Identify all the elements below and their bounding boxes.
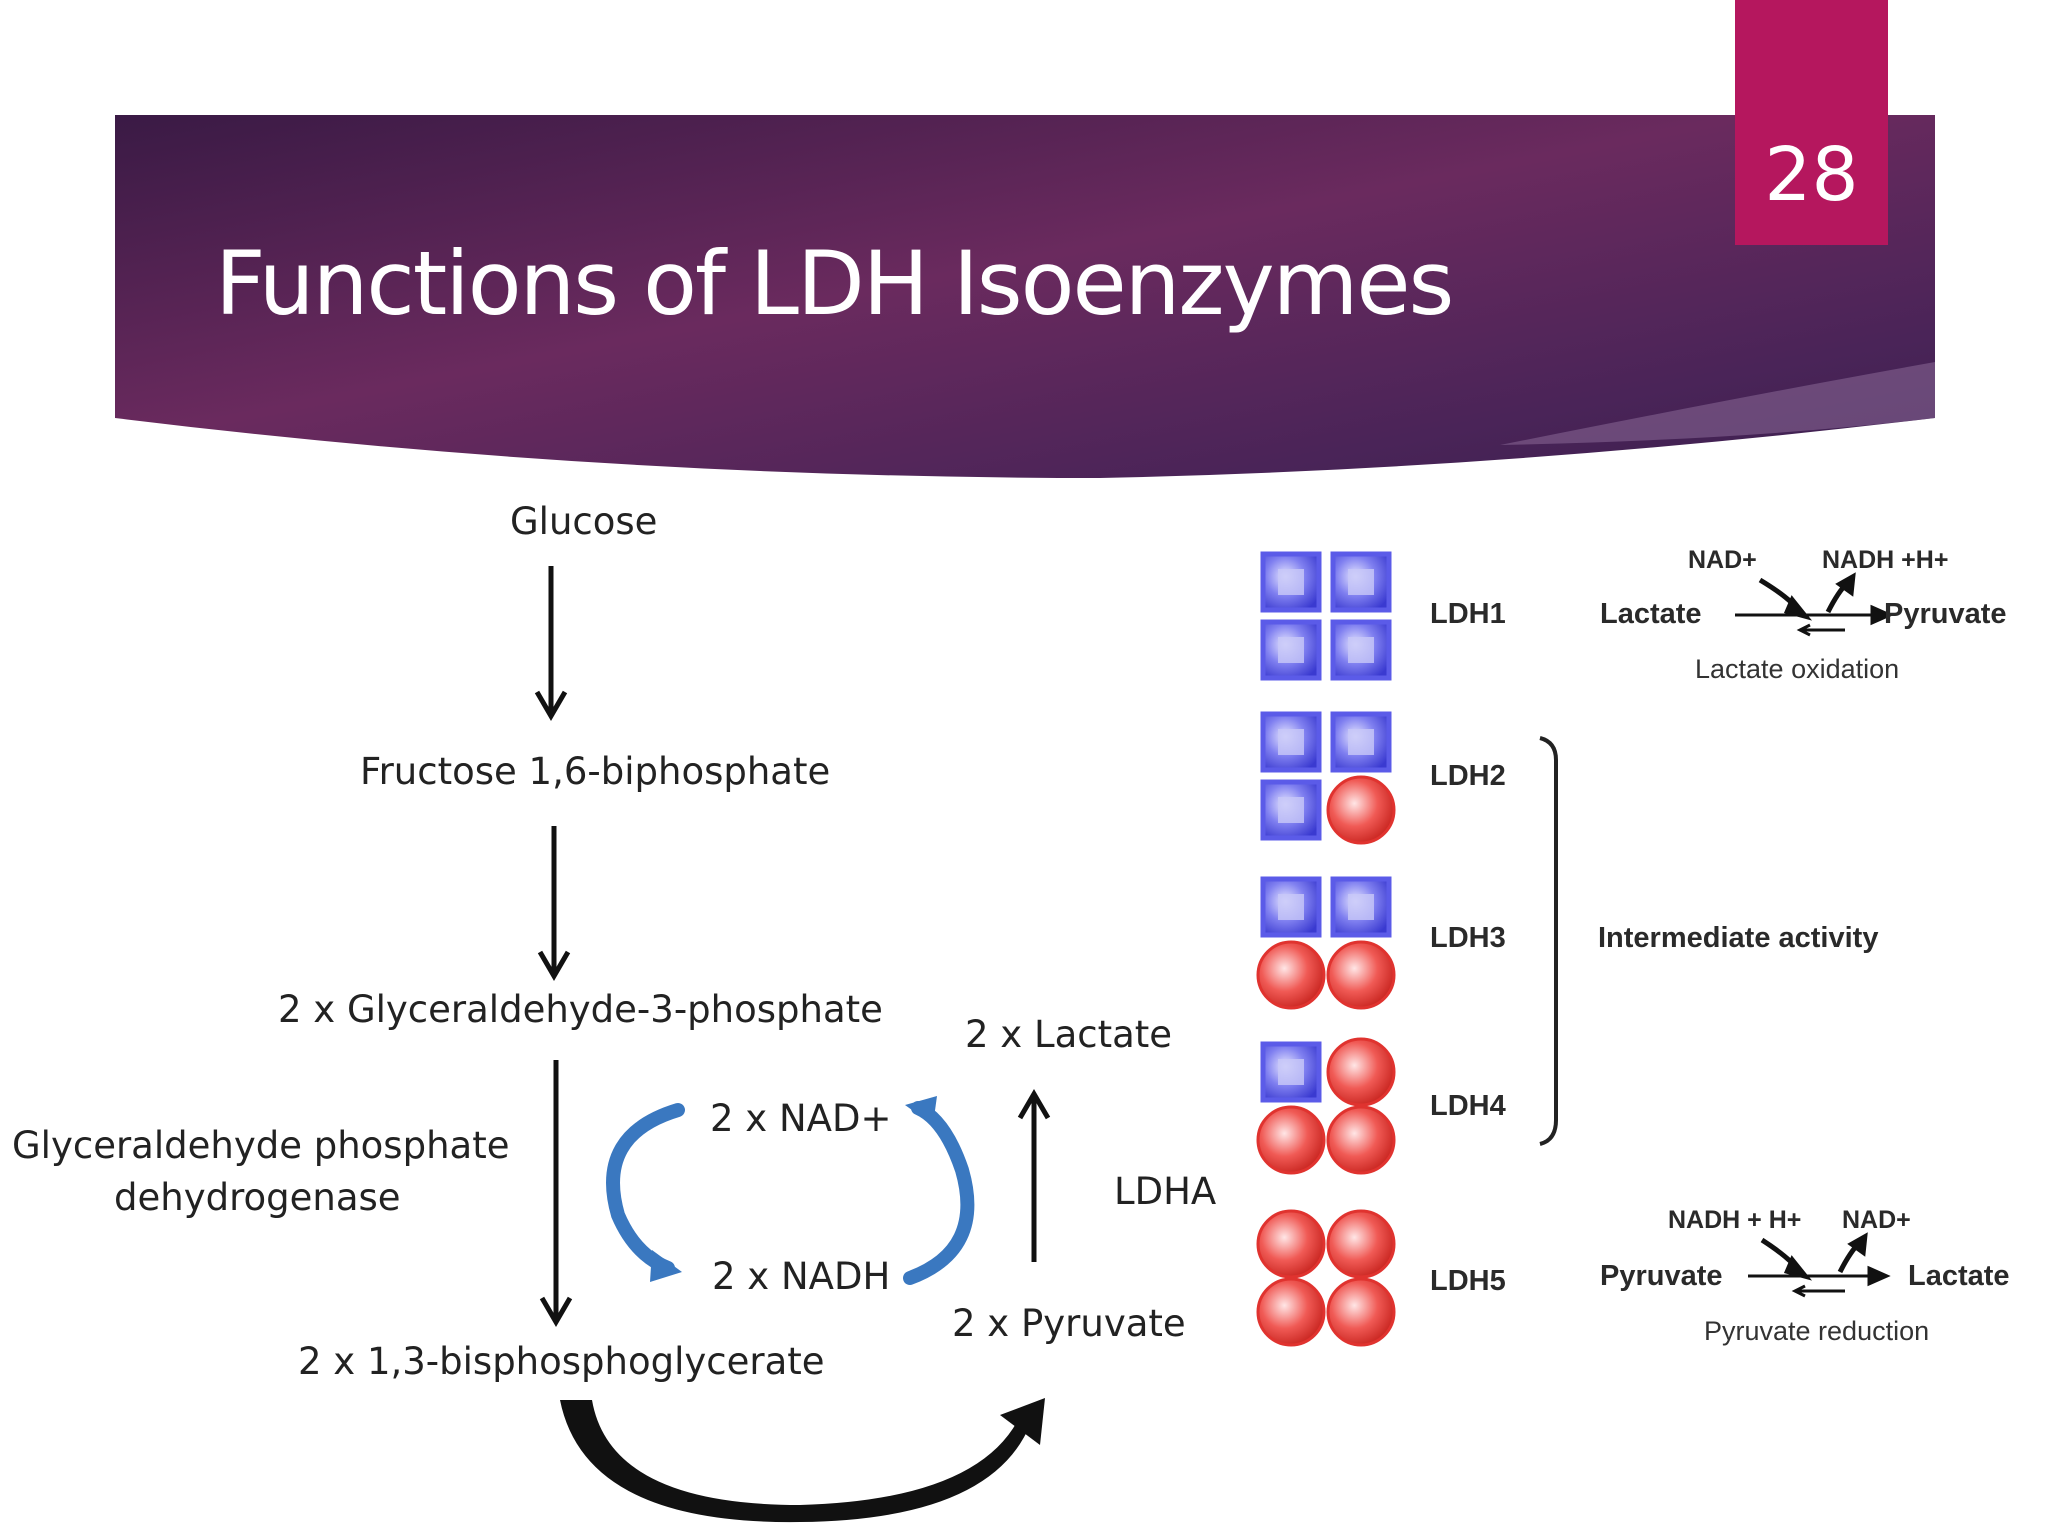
label-ldh4: LDH4: [1430, 1090, 1506, 1122]
title-banner: [115, 115, 1935, 478]
label-fructose: Fructose 1,6-biphosphate: [360, 750, 831, 793]
label-pyruvate: 2 x Pyruvate: [952, 1302, 1186, 1345]
ldh1-substrate: Lactate: [1600, 598, 1702, 630]
subunit-m-circle: [1256, 1209, 1326, 1279]
ldh1-cofactor-out: NADH +H+: [1822, 546, 1949, 574]
ldh1-cofactor-in: NAD+: [1688, 546, 1757, 574]
nad-to-nadh-curved-arrow: [606, 1103, 685, 1275]
isoenzyme-subunits: [1256, 551, 1396, 1347]
label-nadh: 2 x NADH: [712, 1255, 891, 1298]
subunit-h-highlight: [1278, 1059, 1304, 1085]
label-intermediate-activity: Intermediate activity: [1598, 922, 1879, 954]
subunit-m-circle: [1256, 1277, 1326, 1347]
label-lactate: 2 x Lactate: [965, 1013, 1173, 1056]
subunit-h-highlight: [1278, 569, 1304, 595]
label-glucose: Glucose: [510, 500, 658, 543]
label-enzyme-line2: dehydrogenase: [114, 1176, 401, 1219]
arrow-fructose-to-g3p: [537, 826, 571, 981]
nadh-to-nad-arrowhead: [905, 1096, 937, 1125]
ldh5-reaction-arrow: [1748, 1232, 1891, 1298]
subunit-m-circle: [1326, 1209, 1396, 1279]
subunit-h-highlight: [1278, 637, 1304, 663]
label-ldh1: LDH1: [1430, 598, 1506, 630]
arrow-pyruvate-to-lactate: [1017, 1089, 1051, 1262]
label-ldh5: LDH5: [1430, 1265, 1506, 1297]
ldh5-product: Lactate: [1908, 1260, 2010, 1292]
subunit-h-highlight: [1278, 797, 1304, 823]
label-bpg: 2 x 1,3-bisphosphoglycerate: [298, 1340, 825, 1383]
arrow-glucose-to-fructose: [534, 566, 568, 721]
label-g3p: 2 x Glyceraldehyde-3-phosphate: [278, 988, 883, 1031]
subunit-m-circle: [1256, 940, 1326, 1010]
slide-title: Functions of LDH Isoenzymes: [215, 232, 1454, 335]
arrow-g3p-to-bpg: [539, 1060, 573, 1327]
bpg-to-pyruvate-arrowhead: [1000, 1398, 1045, 1445]
label-nad: 2 x NAD+: [710, 1097, 892, 1140]
ldh5-cofactor-in: NADH + H+: [1668, 1206, 1802, 1234]
subunit-m-circle: [1326, 1277, 1396, 1347]
nad-to-nadh-arrowhead: [650, 1250, 682, 1282]
nadh-to-nad-curved-arrow: [903, 1101, 975, 1285]
subunit-h-highlight: [1278, 894, 1304, 920]
label-enzyme-line1: Glyceraldehyde phosphate: [12, 1124, 510, 1167]
subunit-h-highlight: [1348, 729, 1374, 755]
subunit-h-highlight: [1348, 894, 1374, 920]
bpg-to-pyruvate-curved-arrow: [560, 1400, 1030, 1523]
ldh1-reaction-arrow: [1735, 572, 1894, 637]
subunit-m-circle: [1326, 940, 1396, 1010]
page-number-box: [1735, 0, 1888, 245]
intermediate-bracket: [1539, 736, 1558, 1146]
ldh5-substrate: Pyruvate: [1600, 1260, 1723, 1292]
subunit-h-highlight: [1348, 637, 1374, 663]
ldh5-cofactor-out: NAD+: [1842, 1206, 1911, 1234]
ldh1-product: Pyruvate: [1884, 598, 2007, 630]
banner-accent-wave: [1500, 362, 1935, 445]
page-number: 28: [1764, 132, 1859, 218]
subunit-m-circle: [1326, 775, 1396, 845]
subunit-m-circle: [1326, 1105, 1396, 1175]
ldh5-caption: Pyruvate reduction: [1704, 1316, 1930, 1346]
subunit-m-circle: [1256, 1105, 1326, 1175]
ldh1-caption: Lactate oxidation: [1695, 654, 1900, 684]
label-ldh3: LDH3: [1430, 922, 1506, 954]
subunit-h-highlight: [1278, 729, 1304, 755]
subunit-h-highlight: [1348, 569, 1374, 595]
subunit-m-circle: [1326, 1037, 1396, 1107]
label-ldha: LDHA: [1114, 1170, 1217, 1213]
label-ldh2: LDH2: [1430, 760, 1506, 792]
